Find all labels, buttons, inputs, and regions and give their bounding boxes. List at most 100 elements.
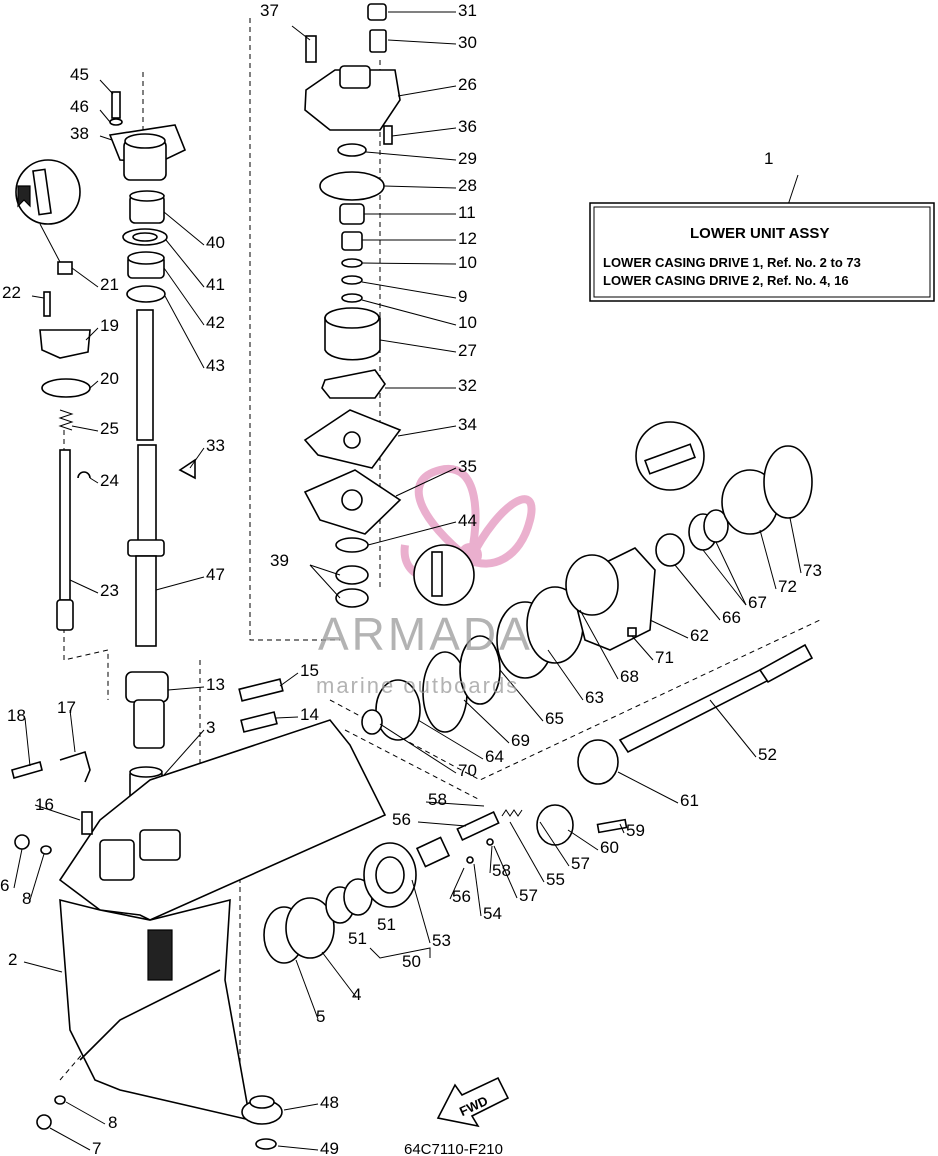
callout-5: 5 [316,1007,325,1026]
callout-53: 53 [432,931,451,950]
callout-66: 66 [722,608,741,627]
callout-63: 63 [585,688,604,707]
drawing-code: 64C7110-F210 [404,1141,503,1156]
callout-59: 59 [626,821,645,840]
callout-18: 18 [7,706,26,725]
callout-8: 8 [108,1113,117,1132]
casing-fasteners [11,750,93,1130]
callout-41: 41 [206,275,225,294]
callout-62: 62 [690,626,709,645]
callout-10: 10 [458,253,477,272]
fwd-arrow: FWD [436,1076,510,1128]
callout-58: 58 [492,861,511,880]
callout-34: 34 [458,415,477,434]
callout-33: 33 [206,436,225,455]
callout-31: 31 [458,1,477,20]
watermark-brand: ARMADA [318,608,533,660]
callout-55: 55 [546,870,565,889]
callout-17: 17 [57,698,76,717]
callout-32: 32 [458,376,477,395]
callout-50: 50 [402,952,421,971]
callout-43: 43 [206,356,225,375]
clutch-plunger-group [415,739,628,868]
callout-38: 38 [70,124,89,143]
callout-8: 8 [22,889,31,908]
callout-64: 64 [485,747,504,766]
callout-21: 21 [100,275,119,294]
callout-6: 6 [0,876,9,895]
callout-7: 7 [92,1139,101,1156]
assembly-box-title: LOWER UNIT ASSY [690,225,829,242]
callout-60: 60 [600,838,619,857]
callout-73: 73 [803,561,822,580]
assembly-info-box: LOWER UNIT ASSY LOWER CASING DRIVE 1, Re… [589,202,935,302]
callout-25: 25 [100,419,119,438]
callout-40: 40 [206,233,225,252]
callout-22: 22 [2,283,21,302]
shift-rod-group [15,159,91,631]
forward-gear-group [263,842,417,964]
pump-rings-stack [319,143,385,303]
callout-51: 51 [377,915,396,934]
assembly-box-line2: LOWER CASING DRIVE 2, Ref. No. 4, 16 [603,273,849,288]
callout-39: 39 [270,551,289,570]
callout-61: 61 [680,791,699,810]
callout-3: 3 [206,718,215,737]
callout-10: 10 [458,313,477,332]
propeller-shaft-52 [618,643,814,754]
callout-44: 44 [458,511,477,530]
callout-65: 65 [545,709,564,728]
water-pump-housing [304,3,401,145]
callout-1: 1 [764,149,773,168]
callout-72: 72 [778,577,797,596]
callout-70: 70 [458,761,477,780]
lower-casing-body [58,719,387,1122]
callout-56: 56 [392,810,411,829]
pinion-gear-group [241,1095,283,1150]
callout-11: 11 [458,203,476,222]
callout-26: 26 [458,75,477,94]
callout-15: 15 [300,661,319,680]
callout-27: 27 [458,341,477,360]
callout-9: 9 [458,287,467,306]
assembly-box-line1: LOWER CASING DRIVE 1, Ref. No. 2 to 73 [603,255,861,270]
callout-19: 19 [100,316,119,335]
armada-watermark: ARMADA marine outboards [316,608,533,698]
reverse-gear-housing-group [361,421,813,741]
callout-42: 42 [206,313,225,332]
watermark-tagline: marine outboards [316,673,519,698]
callout-57: 57 [519,886,538,905]
callout-56: 56 [452,887,471,906]
callout-24: 24 [100,471,119,490]
callout-16: 16 [35,795,54,814]
callout-4: 4 [352,985,361,1004]
anode-plates [238,678,284,733]
callout-30: 30 [458,33,477,52]
callout-20: 20 [100,369,119,388]
callout-52: 52 [758,745,777,764]
callout-2: 2 [8,950,17,969]
callout-14: 14 [300,705,319,724]
callout-45: 45 [70,65,89,84]
callout-54: 54 [483,904,502,923]
callout-35: 35 [458,457,477,476]
callout-28: 28 [458,176,477,195]
callout-13: 13 [206,675,225,694]
bearing-housing-group [108,91,187,303]
callout-68: 68 [620,667,639,686]
callout-69: 69 [511,731,530,750]
impeller-group [303,307,402,535]
callout-51: 51 [348,929,367,948]
callout-47: 47 [206,565,225,584]
callout-57: 57 [571,854,590,873]
callout-leader-lines [13,11,802,1151]
callout-23: 23 [100,581,119,600]
callout-49: 49 [320,1139,339,1156]
callout-29: 29 [458,149,477,168]
callout-36: 36 [458,117,477,136]
seal-bearing-stack [335,537,475,608]
callout-37: 37 [260,1,279,20]
drive-shaft-47 [127,309,196,647]
